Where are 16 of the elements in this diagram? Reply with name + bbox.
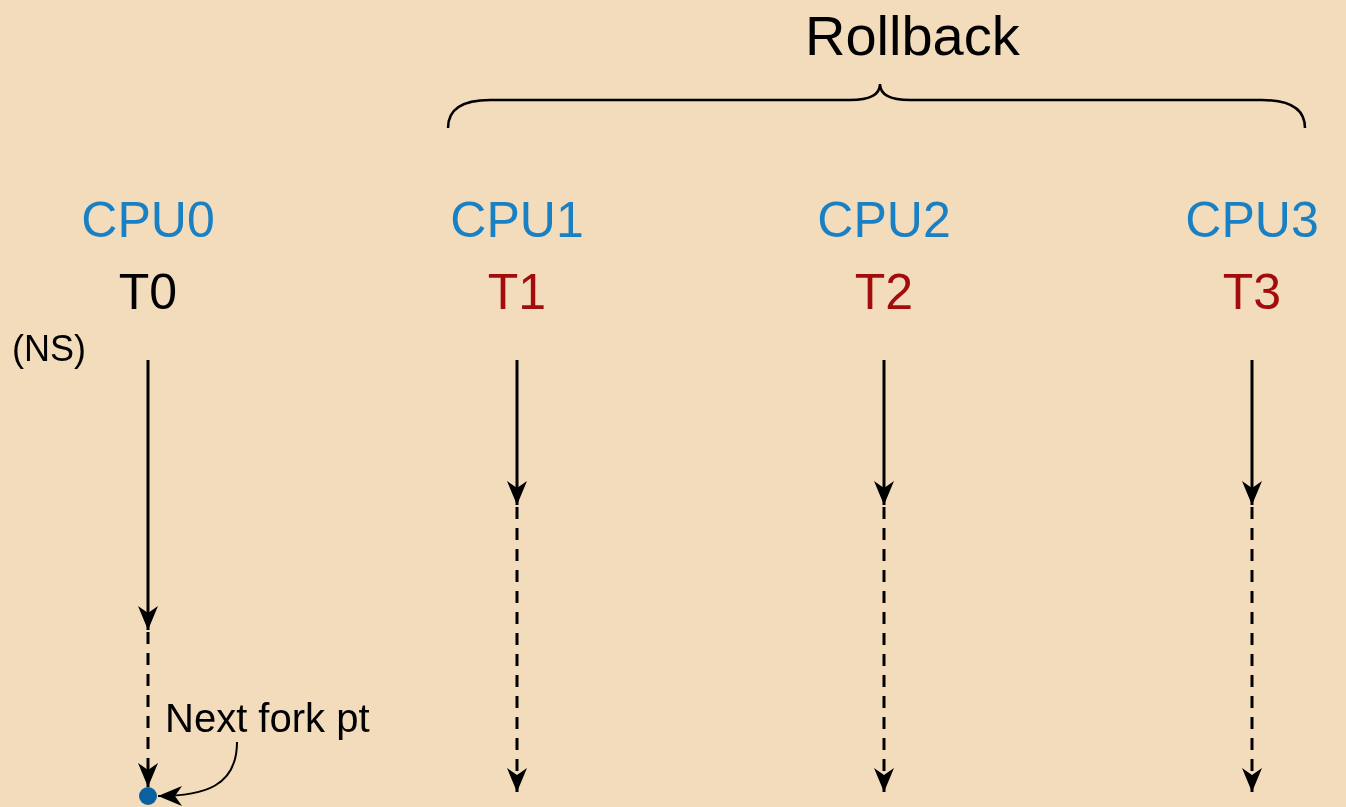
cpu-label: CPU2 [817, 191, 951, 250]
thread-label: T2 [854, 263, 914, 322]
arrow [138, 360, 158, 787]
thread-note: (NS) [12, 328, 86, 370]
cpu-label: CPU3 [1185, 191, 1319, 250]
thread-label: T0 [118, 263, 178, 322]
cpu-label: CPU0 [81, 191, 215, 250]
thread-label: T1 [487, 263, 547, 322]
bracket-label: Rollback [805, 4, 1020, 69]
cpu-label: CPU1 [450, 191, 584, 250]
arrow [507, 360, 527, 792]
arrow [1242, 360, 1262, 792]
leader-arrow [157, 741, 238, 806]
arrow [874, 360, 894, 792]
annotation-text: Next fork pt [165, 695, 370, 741]
thread-label: T3 [1222, 263, 1282, 322]
